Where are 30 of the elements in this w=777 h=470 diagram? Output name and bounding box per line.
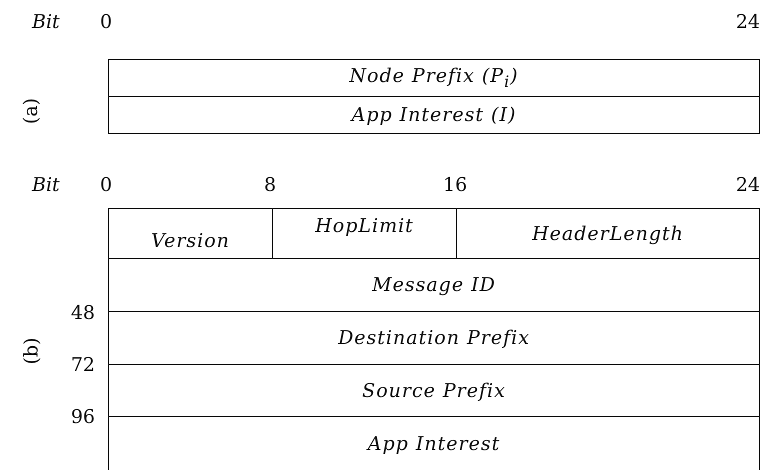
field-name: Destination Prefix (338, 327, 530, 349)
field-name: Message ID (372, 274, 496, 296)
field-name: Version (151, 230, 230, 252)
panel-label: (b) (20, 338, 42, 364)
bit-number: 16 (443, 174, 468, 196)
bit-number: 0 (100, 11, 112, 33)
field-name: HopLimit (315, 215, 414, 237)
bit-number: 8 (264, 174, 276, 196)
field-box (108, 59, 760, 97)
bit-number: 48 (70, 302, 95, 324)
field-box (108, 416, 760, 470)
axis-title: Bit (32, 11, 60, 33)
bit-number: 96 (70, 406, 95, 428)
field-box (108, 311, 760, 365)
field-box (456, 208, 760, 259)
bit-number: 72 (70, 354, 95, 376)
bit-number: 0 (100, 174, 112, 196)
field-box (108, 208, 273, 259)
panel-label: (a) (20, 98, 42, 124)
field-name: App Interest (I) (352, 104, 516, 126)
field-box (108, 364, 760, 417)
axis-title: Bit (32, 174, 60, 196)
field-box (108, 96, 760, 134)
field-box (108, 258, 760, 312)
bit-number: 24 (736, 11, 760, 33)
field-name: HeaderLength (532, 222, 684, 244)
field-name: Node Prefix (P$_{i}$) (349, 65, 519, 91)
bit-number: 24 (736, 174, 760, 196)
field-name: App Interest (368, 433, 500, 455)
field-name: Source Prefix (362, 380, 506, 402)
